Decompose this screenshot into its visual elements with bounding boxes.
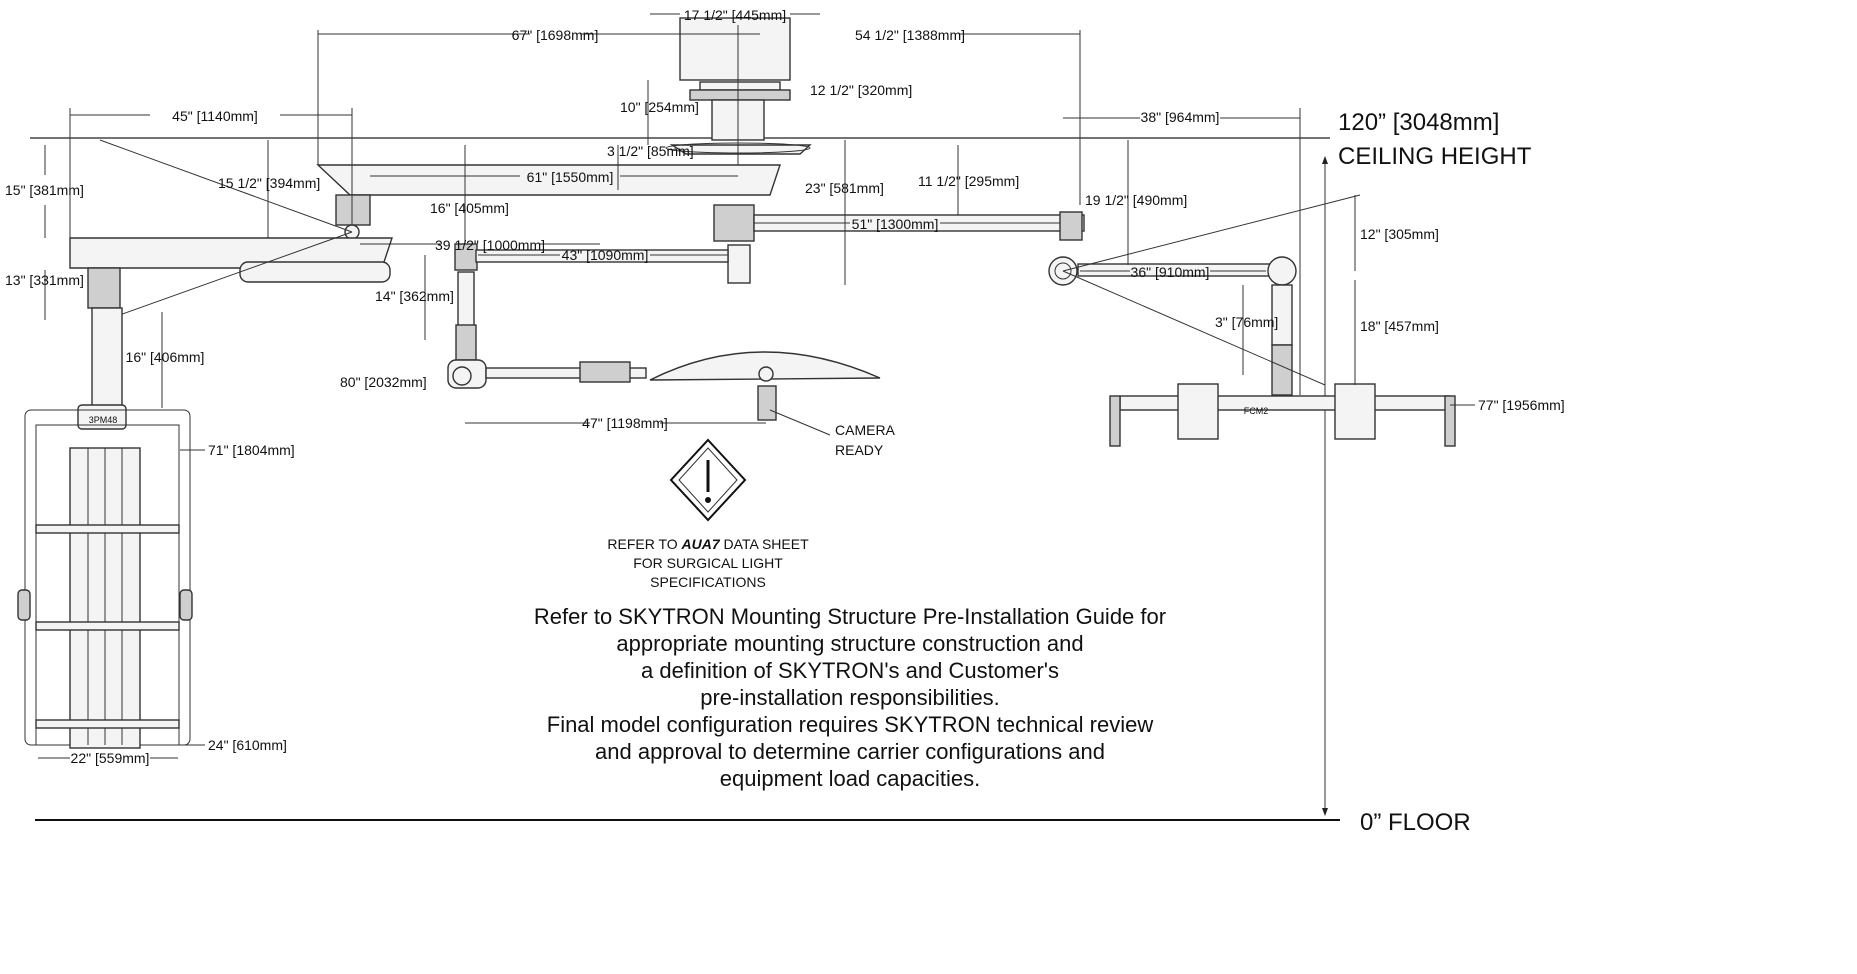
center-light-arm [447,204,881,421]
dim-36: 36" [910mm] [1131,264,1210,280]
center-ceiling-mount [665,17,812,190]
camera-ready-line1: CAMERA [835,422,896,438]
left-light-arm [69,139,781,323]
dim-23: 23" [581mm] [805,180,884,196]
dim-80: 80" [2032mm] [340,374,427,390]
dim-22: 22" [559mm] [71,750,150,766]
dim-77: 77" [1956mm] [1478,397,1565,413]
dim-71: 71" [1804mm] [208,442,295,458]
dim-47: 47" [1198mm] [582,415,668,431]
note-line-2: appropriate mounting structure construct… [616,631,1083,656]
dim-14: 14" [362mm] [375,288,454,304]
dim-45: 45" [1140mm] [172,108,258,124]
right-monitor-arm [753,194,1456,447]
refer-line3: SPECIFICATIONS [650,574,766,590]
refer-suffix: DATA SHEET [720,536,809,552]
dim-16a: 16" [405mm] [430,200,509,216]
dim-10: 10" [254mm] [620,99,699,115]
height-arrow-bottom [1322,808,1328,816]
fcm-model-label: FCM2 [1244,406,1269,416]
dim-38: 38" [964mm] [1141,109,1220,125]
dim-19-5: 19 1/2" [490mm] [1085,192,1187,208]
refer-line2: FOR SURGICAL LIGHT [633,555,783,571]
note-line-1: Refer to SKYTRON Mounting Structure Pre-… [534,604,1166,629]
dim-3: 3" [76mm] [1215,314,1278,330]
note-line-3: a definition of SKYTRON's and Customer's [641,658,1059,683]
dim-12: 12" [305mm] [1360,226,1439,242]
dim-18: 18" [457mm] [1360,318,1439,334]
note-line-4: pre-installation responsibilities. [700,685,1000,710]
dim-3-5: 3 1/2" [85mm] [607,143,694,159]
dim-61: 61" [1550mm] [527,169,614,185]
refer-line1: REFER TO AUA7 DATA SHEET [607,536,809,552]
ceiling-height-value: 120” [3048mm] [1338,109,1499,136]
dimension-lines [38,13,1475,759]
dim-12-5: 12 1/2" [320mm] [810,82,912,98]
note-line-6: and approval to determine carrier config… [595,739,1105,764]
dim-24: 24" [610mm] [208,737,287,753]
left-equipment-tower [17,267,193,749]
dim-39-5: 39 1/2" [1000mm] [435,237,545,253]
note-line-5: Final model configuration requires SKYTR… [547,712,1154,737]
camera-ready-line2: READY [835,442,884,458]
height-arrow-top [1322,156,1328,164]
dim-15: 15" [381mm] [5,182,84,198]
refer-brand: AUA7 [681,536,721,552]
dim-17-5: 17 1/2" [445mm] [684,7,786,23]
warning-icon [669,438,747,522]
dim-13: 13" [331mm] [5,272,84,288]
ceiling-height-label: CEILING HEIGHT [1338,143,1532,170]
dim-11-5: 11 1/2" [295mm] [918,173,1019,189]
note-line-7: equipment load capacities. [720,766,981,791]
dim-54-5: 54 1/2" [1388mm] [855,27,965,43]
dim-43: 43" [1090mm] [562,247,649,263]
refer-prefix: REFER TO [607,536,681,552]
dim-67: 67" [1698mm] [512,27,599,43]
dim-15-5: 15 1/2" [394mm] [218,175,320,191]
tower-model-label: 3PM48 [89,415,118,425]
floor-label: 0” FLOOR [1360,809,1471,836]
dim-51: 51" [1300mm] [852,216,939,232]
dim-16b: 16" [406mm] [126,349,205,365]
